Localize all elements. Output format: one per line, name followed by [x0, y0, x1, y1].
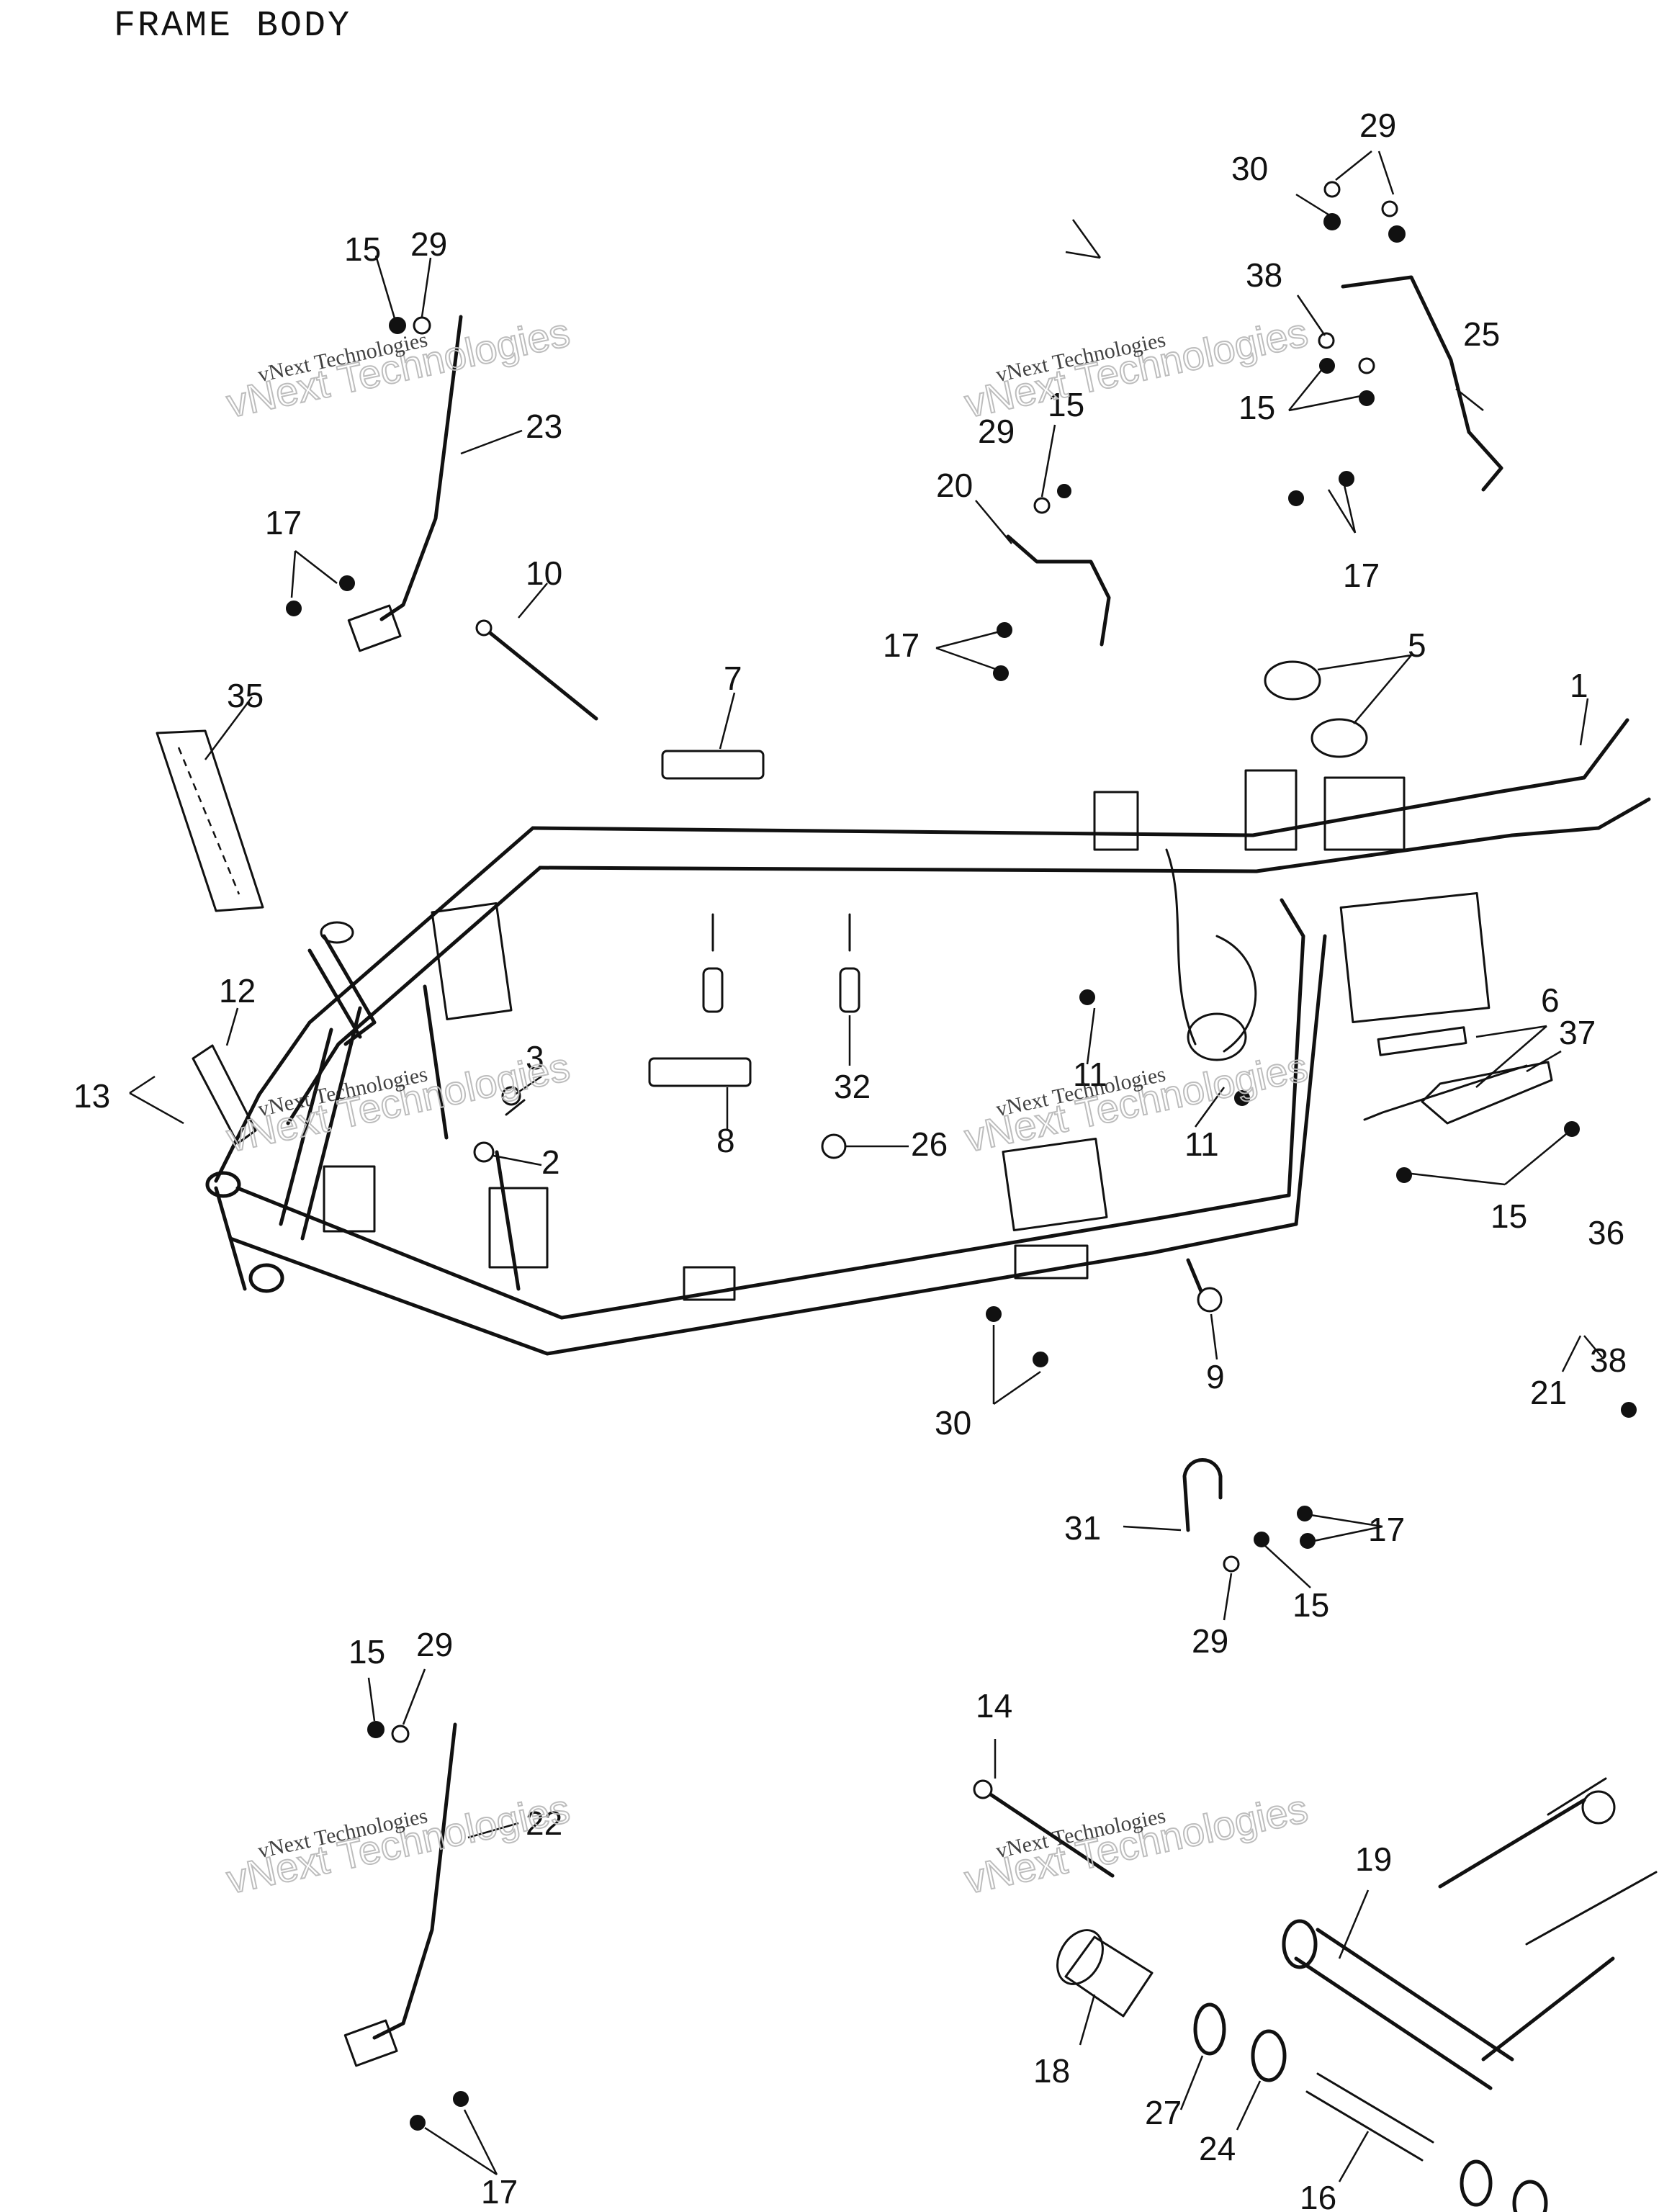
- callout-15: 15: [349, 1633, 385, 1671]
- callout-29: 29: [1192, 1622, 1228, 1660]
- callout-2: 2: [541, 1143, 560, 1181]
- main-frame: [205, 718, 1651, 1356]
- part-21-strap: [1006, 534, 1111, 647]
- callout-8: 8: [716, 1122, 735, 1159]
- part-7-bracket: [661, 750, 765, 780]
- part-5-grommet: [1310, 718, 1368, 758]
- callout-27: 26: [911, 1125, 948, 1163]
- callout-17: 17: [1343, 557, 1380, 594]
- callout-3: 3: [526, 1039, 544, 1076]
- part-8-bracket: [648, 1057, 752, 1087]
- callout-6: 6: [1541, 981, 1560, 1019]
- callout-21: 20: [936, 467, 973, 504]
- callout-15: 15: [1491, 1197, 1527, 1235]
- callout-29: 29: [410, 225, 447, 263]
- callout-11: 11: [1184, 1125, 1219, 1163]
- loose-parts: [156, 275, 1658, 2212]
- callout-36: 36: [1588, 1214, 1624, 1251]
- callout-38: 38: [1590, 1341, 1627, 1379]
- callout-20: 24: [1199, 2130, 1236, 2167]
- callout-5: 5: [1408, 626, 1426, 664]
- callout-26: 27: [1145, 2094, 1182, 2131]
- callout-37: 37: [1559, 1014, 1596, 1051]
- callout-17: 17: [883, 626, 920, 664]
- part-25-strap: [1341, 275, 1503, 492]
- callout-13: 13: [73, 1077, 110, 1115]
- fasteners: [286, 181, 1637, 2131]
- callout-15: 15: [344, 230, 381, 268]
- callout-10: 10: [526, 554, 562, 592]
- part-26-bearing: [1193, 2002, 1226, 2056]
- callout-labels: 29 30 38 25 15 17 5 1 6 37 15 36 38 21 1…: [73, 107, 1627, 2212]
- callout-22: 21: [1530, 1374, 1567, 1411]
- leader-lines: [129, 150, 1603, 2182]
- part-20-bushing: [1251, 2029, 1287, 2082]
- callout-29: 29: [978, 413, 1015, 450]
- part-19-swingarm: [1294, 1928, 1514, 2090]
- callout-30: 30: [935, 1404, 971, 1442]
- part-18-sleeve: [1064, 1936, 1154, 2018]
- part-5-grommet: [1264, 660, 1321, 701]
- callout-9: 9: [1206, 1358, 1225, 1395]
- callout-31: 31: [1064, 1509, 1101, 1547]
- callout-30: 30: [1231, 150, 1268, 187]
- part-16-tube: [1305, 2072, 1434, 2162]
- callout-7: 7: [724, 660, 742, 697]
- callout-24: 23: [526, 408, 562, 445]
- callout-17: 17: [481, 2173, 518, 2211]
- part-35-reflector-plate: [156, 729, 264, 912]
- callout-29: 29: [1359, 107, 1396, 144]
- page-title: FRAME BODY: [114, 6, 352, 47]
- callout-16: 16: [1300, 2179, 1336, 2212]
- part-23-rod: [372, 1722, 457, 2040]
- callout-29: 29: [416, 1626, 453, 1663]
- callout-11: 11: [1073, 1056, 1107, 1093]
- callout-1: 1: [1570, 667, 1588, 704]
- callout-38: 38: [1246, 256, 1282, 294]
- callout-23: 22: [526, 1804, 562, 1842]
- part-14-bolt: [981, 1787, 1115, 1878]
- callout-15: 15: [1292, 1586, 1329, 1624]
- callout-17: 17: [1368, 1511, 1405, 1548]
- callout-14: 14: [976, 1687, 1012, 1725]
- part-10-bolt: [482, 626, 598, 721]
- callout-32: 32: [834, 1068, 871, 1105]
- callout-12: 12: [219, 972, 256, 1010]
- callout-19: 19: [1355, 1840, 1392, 1878]
- part-12-plate: [192, 1044, 257, 1145]
- callout-17: 17: [265, 504, 302, 541]
- callout-15: 15: [1048, 386, 1084, 423]
- part-31-clip: [1182, 1458, 1223, 1532]
- callout-35: 35: [227, 677, 264, 714]
- callout-15: 15: [1238, 389, 1275, 426]
- callout-25: 25: [1463, 315, 1500, 353]
- callout-18: 18: [1033, 2052, 1070, 2090]
